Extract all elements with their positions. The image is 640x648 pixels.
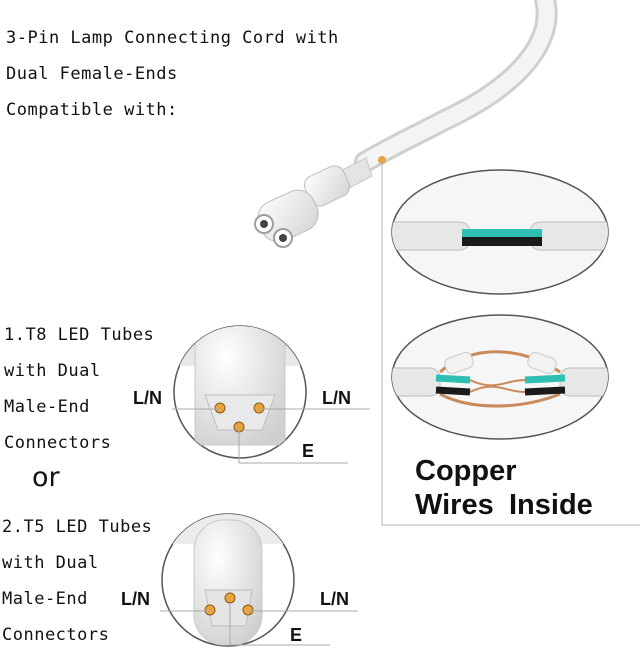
t8-right-pin-label: L/N <box>322 388 351 408</box>
callout-lines <box>381 160 640 526</box>
t5-earth-pin-label: E <box>290 625 303 645</box>
wire-cross-section-1 <box>391 169 609 295</box>
connecting-cord <box>254 0 558 248</box>
t5-right-pin-label: L/N <box>320 589 349 609</box>
copper-heading-line-1: Copper <box>415 455 517 487</box>
option1-line-2: with Dual <box>4 361 101 381</box>
t5-left-pin-label: L/N <box>121 589 150 609</box>
option2-line-3: Male-End <box>2 589 88 609</box>
option2-line-2: with Dual <box>2 553 99 573</box>
option2-line-1: 2.T5 LED Tubes <box>2 517 153 537</box>
intro-line-2: Dual Female-Ends <box>6 64 178 84</box>
or-separator: or <box>32 462 60 493</box>
wire-cross-section-2 <box>391 314 609 440</box>
option1-line-4: Connectors <box>4 433 112 453</box>
option1-line-3: Male-End <box>4 397 90 417</box>
t5-tube-end <box>160 513 358 647</box>
copper-heading-word-wires: Wires <box>415 489 494 521</box>
copper-heading-word-inside: Inside <box>509 489 593 521</box>
t8-earth-pin-label: E <box>302 441 315 461</box>
intro-line-3: Compatible with: <box>6 100 178 120</box>
t8-left-pin-label: L/N <box>133 388 162 408</box>
option2-line-4: Connectors <box>2 625 110 645</box>
intro-line-1: 3-Pin Lamp Connecting Cord with <box>6 28 339 48</box>
t8-tube-end <box>172 325 370 464</box>
option1-line-1: 1.T8 LED Tubes <box>4 325 155 345</box>
